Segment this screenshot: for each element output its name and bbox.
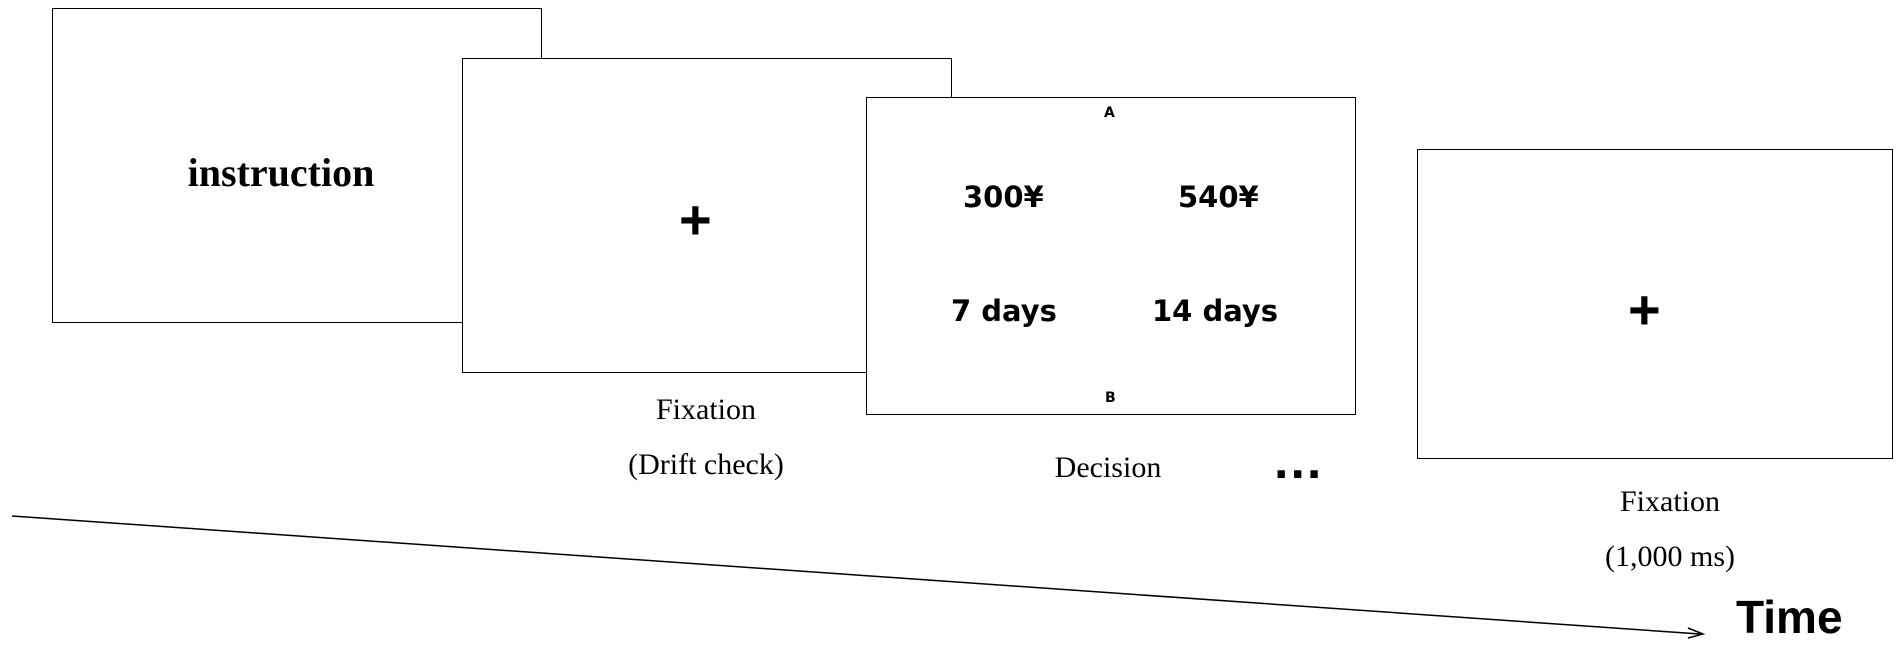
- option-b-label: B: [1105, 390, 1116, 406]
- fixation-cross-icon: +: [1628, 278, 1661, 341]
- timeline-line: [11, 515, 1701, 635]
- amount-option-a: 300¥: [963, 180, 1044, 214]
- fixation-final-caption: Fixation: [1619, 485, 1720, 518]
- instruction-text: instruction: [187, 150, 375, 195]
- fixation-drift-caption: Fixation: [655, 393, 756, 426]
- fixation-final-subcaption: (1,000 ms): [1605, 540, 1735, 573]
- continuation-ellipsis: ...: [1274, 432, 1324, 490]
- fixation-drift-subcaption: (Drift check): [628, 448, 784, 481]
- time-axis-label: Time: [1736, 591, 1843, 643]
- fixation-cross-icon: +: [679, 188, 712, 251]
- delay-option-a: 7 days: [951, 294, 1057, 328]
- decision-screen: A 300¥ 540¥ 7 days 14 days B: [866, 97, 1356, 415]
- instruction-screen: instruction: [52, 8, 542, 323]
- amount-option-b: 540¥: [1178, 180, 1259, 214]
- delay-option-b: 14 days: [1152, 294, 1279, 328]
- arrowhead-icon: [1687, 627, 1706, 639]
- fixation-final-screen: +: [1417, 149, 1893, 459]
- decision-caption: Decision: [1054, 451, 1162, 484]
- option-a-label: A: [1104, 105, 1115, 121]
